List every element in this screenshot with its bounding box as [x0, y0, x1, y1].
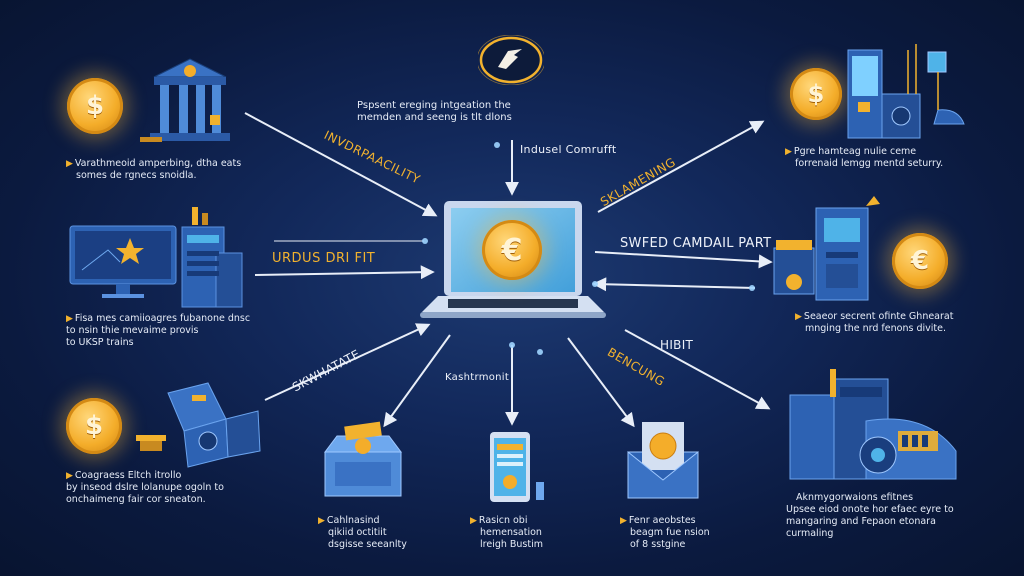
line: of 8 sstgine [630, 539, 686, 550]
edge-label-s: Kashtrmonit [445, 372, 510, 383]
line: to UKSP trains [66, 337, 134, 348]
node-text-mid-right: ▶Seaeor secrent ofinte Ghnearat mnging t… [795, 311, 954, 334]
line: dsgisse seeanlty [328, 539, 407, 550]
line: hemensation [480, 527, 542, 538]
arrow-center-to-bottom3 [567, 337, 635, 428]
coin-top-left: $ [67, 78, 123, 134]
coin-top-right: $ [790, 68, 842, 120]
node-text-bottom-right: Aknmygorwaions efitnes Upsee eiod onote … [786, 492, 954, 540]
line: Aknmygorwaions efitnes [796, 492, 914, 503]
node-text-bottom-2: ▶Rasicn obi hemensation lreigh Bustim [470, 515, 543, 550]
edge-label-e: SWFED CAMDAIL PART [620, 236, 772, 251]
arrow-midright-to-center [592, 277, 756, 292]
line: Upsee eiod onote hor efaec eyre to [786, 504, 954, 515]
line: curmaling [786, 528, 834, 539]
logo-icon [476, 34, 546, 86]
center-desc-line-2: memden and seeng is tlt dlons [357, 112, 512, 123]
arrow-center-to-bottom1 [383, 334, 451, 428]
line: onchaimeng fair cor sneaton. [66, 494, 206, 505]
coin-mid-right: € [892, 233, 948, 289]
phone-icon [482, 430, 552, 506]
node-text-bottom-left: ▶Coagraess Eltch itrollo by inseod dslre… [66, 470, 224, 505]
machine-icon [786, 365, 962, 483]
arrow-center-to-topright [597, 120, 765, 213]
line: Fisa mes camiioagres fubanone dnsc [74, 313, 251, 324]
safe-icon [130, 375, 265, 470]
center-title: Indusel Comrufft [520, 143, 617, 156]
line: by inseod dslre lolanupe ogoln to [66, 482, 224, 493]
coin-bottom-left: $ [66, 398, 122, 454]
edge-label-se1: HIBIT [660, 338, 694, 352]
line: forrenaid lemgg mentd seturry. [795, 158, 944, 169]
node-text-bottom-3: ▶Fenr aeobstes beagm fue nsion of 8 sstg… [620, 515, 710, 550]
line: qikiid octitiit [328, 527, 387, 538]
line: Cahlnasind [326, 515, 380, 526]
line: to nsin thie mevaime provis [66, 325, 199, 336]
line: beagm fue nsion [630, 527, 710, 538]
arrow-center-to-bottomright [624, 329, 771, 410]
data-center-icon [838, 40, 978, 140]
line: Pgre hamteag nulie ceme [793, 146, 917, 157]
node-text-top-right: ▶Pgre hamteag nulie ceme forrenaid lemgg… [785, 146, 944, 169]
arrow-topleft-to-center [244, 112, 438, 217]
arrow-center-to-midright [594, 251, 773, 269]
center-desc-line-1: Pspsent ereging intgeation the [357, 100, 511, 111]
center-euro-coin: € [482, 220, 542, 280]
edge-label-w: URDUS DRI FIT [272, 251, 376, 266]
atm-icon [770, 192, 882, 304]
line: somes de rgnecs snoidla. [76, 170, 197, 181]
line: mnging the nrd fenons divite. [805, 323, 946, 334]
bank-icon [140, 55, 240, 150]
arrow-midleft-to-center [254, 265, 435, 280]
server-icon [178, 205, 244, 309]
line: Fenr aeobstes [628, 515, 696, 526]
line: lreigh Bustim [480, 539, 543, 550]
node-text-mid-left: ▶Fisa mes camiioagres fubanone dnsc to n… [66, 313, 251, 348]
line: Coagraess Eltch itrollo [74, 470, 182, 481]
monitor-star-icon [68, 222, 180, 302]
line: Rasicn obi [478, 515, 528, 526]
arrow-center-to-bottomleft [264, 323, 431, 401]
box-icon [315, 418, 411, 500]
line: mangaring and Fepaon etonara [786, 516, 936, 527]
node-text-bottom-1: ▶Cahlnasind qikiid octitiit dsgisse seea… [318, 515, 407, 550]
envelope-icon [624, 418, 702, 500]
center-description: Pspsent ereging intgeation the memden an… [357, 100, 512, 124]
line: Varathmeoid amperbing, dtha eats [74, 158, 242, 169]
line: Seaeor secrent ofinte Ghnearat [803, 311, 954, 322]
node-text-top-left: ▶Varathmeoid amperbing, dtha eats somes … [66, 158, 242, 181]
